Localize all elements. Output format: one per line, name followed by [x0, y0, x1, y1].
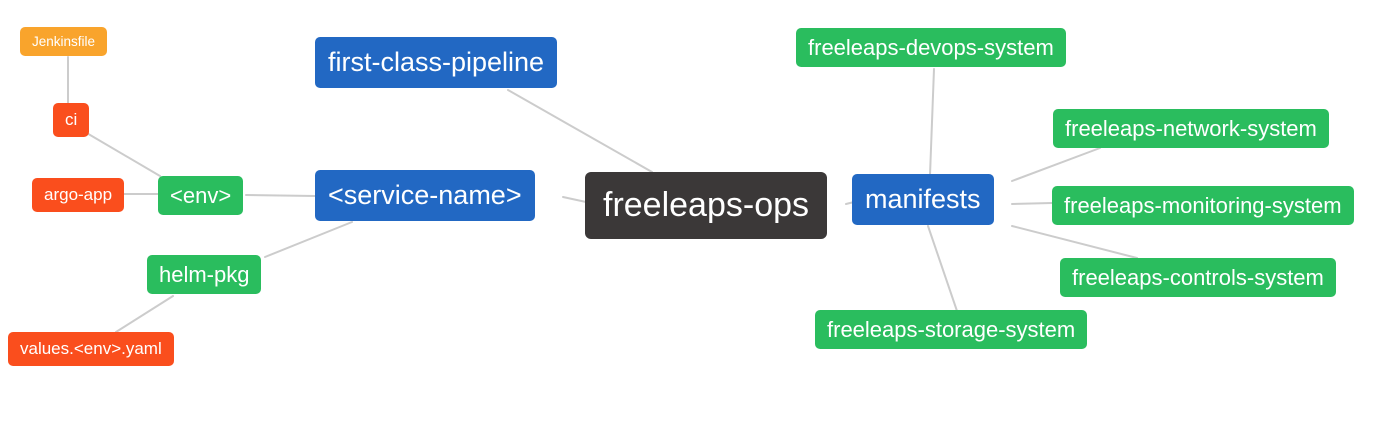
edge-pipeline-ops — [507, 89, 653, 173]
node-values-env-yaml[interactable]: values.<env>.yaml — [8, 332, 174, 366]
edge-manifests-devops — [929, 68, 935, 176]
node-manifests[interactable]: manifests — [852, 174, 994, 226]
edge-ci-env — [84, 131, 161, 177]
node-service-name[interactable]: <service-name> — [315, 170, 535, 222]
node-argo-app[interactable]: argo-app — [32, 178, 125, 212]
node-freeleaps-monitoring-system[interactable]: freeleaps-monitoring-system — [1052, 186, 1354, 226]
node-helm-pkg[interactable]: helm-pkg — [147, 255, 262, 295]
edge-manifests-monitoring — [1011, 202, 1053, 205]
node-jenkinsfile[interactable]: Jenkinsfile — [20, 27, 108, 56]
node-ci[interactable]: ci — [53, 103, 90, 137]
node-freeleaps-devops-system[interactable]: freeleaps-devops-system — [796, 28, 1066, 68]
node-freeleaps-network-system[interactable]: freeleaps-network-system — [1053, 109, 1329, 149]
edge-service-name-ops — [562, 196, 587, 203]
node-first-class-pipeline[interactable]: first-class-pipeline — [315, 37, 558, 89]
edge-service-name-helm-pkg — [264, 221, 353, 258]
edge-manifests-storage — [927, 225, 958, 312]
edge-env-service-name — [245, 194, 316, 197]
node-freeleaps-storage-system[interactable]: freeleaps-storage-system — [815, 310, 1088, 350]
node-freeleaps-ops-root[interactable]: freeleaps-ops — [585, 172, 828, 240]
edge-helm-pkg-values-yaml — [115, 295, 174, 333]
edge-manifests-network — [1011, 147, 1101, 182]
edge-manifests-controls — [1011, 225, 1138, 259]
node-freeleaps-controls-system[interactable]: freeleaps-controls-system — [1060, 258, 1336, 298]
node-env[interactable]: <env> — [158, 176, 244, 216]
